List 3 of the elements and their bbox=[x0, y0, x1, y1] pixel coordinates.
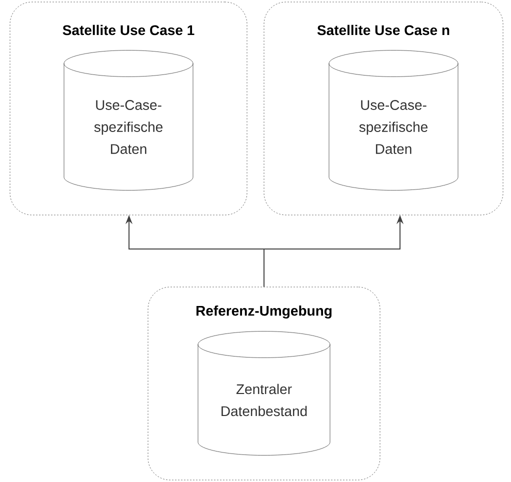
database-cylinder: Use-Case-spezifische Daten bbox=[328, 50, 458, 190]
database-cylinder: Use-Case-spezifische Daten bbox=[64, 50, 194, 190]
database-cylinder: Zentraler Datenbestand bbox=[198, 331, 330, 456]
